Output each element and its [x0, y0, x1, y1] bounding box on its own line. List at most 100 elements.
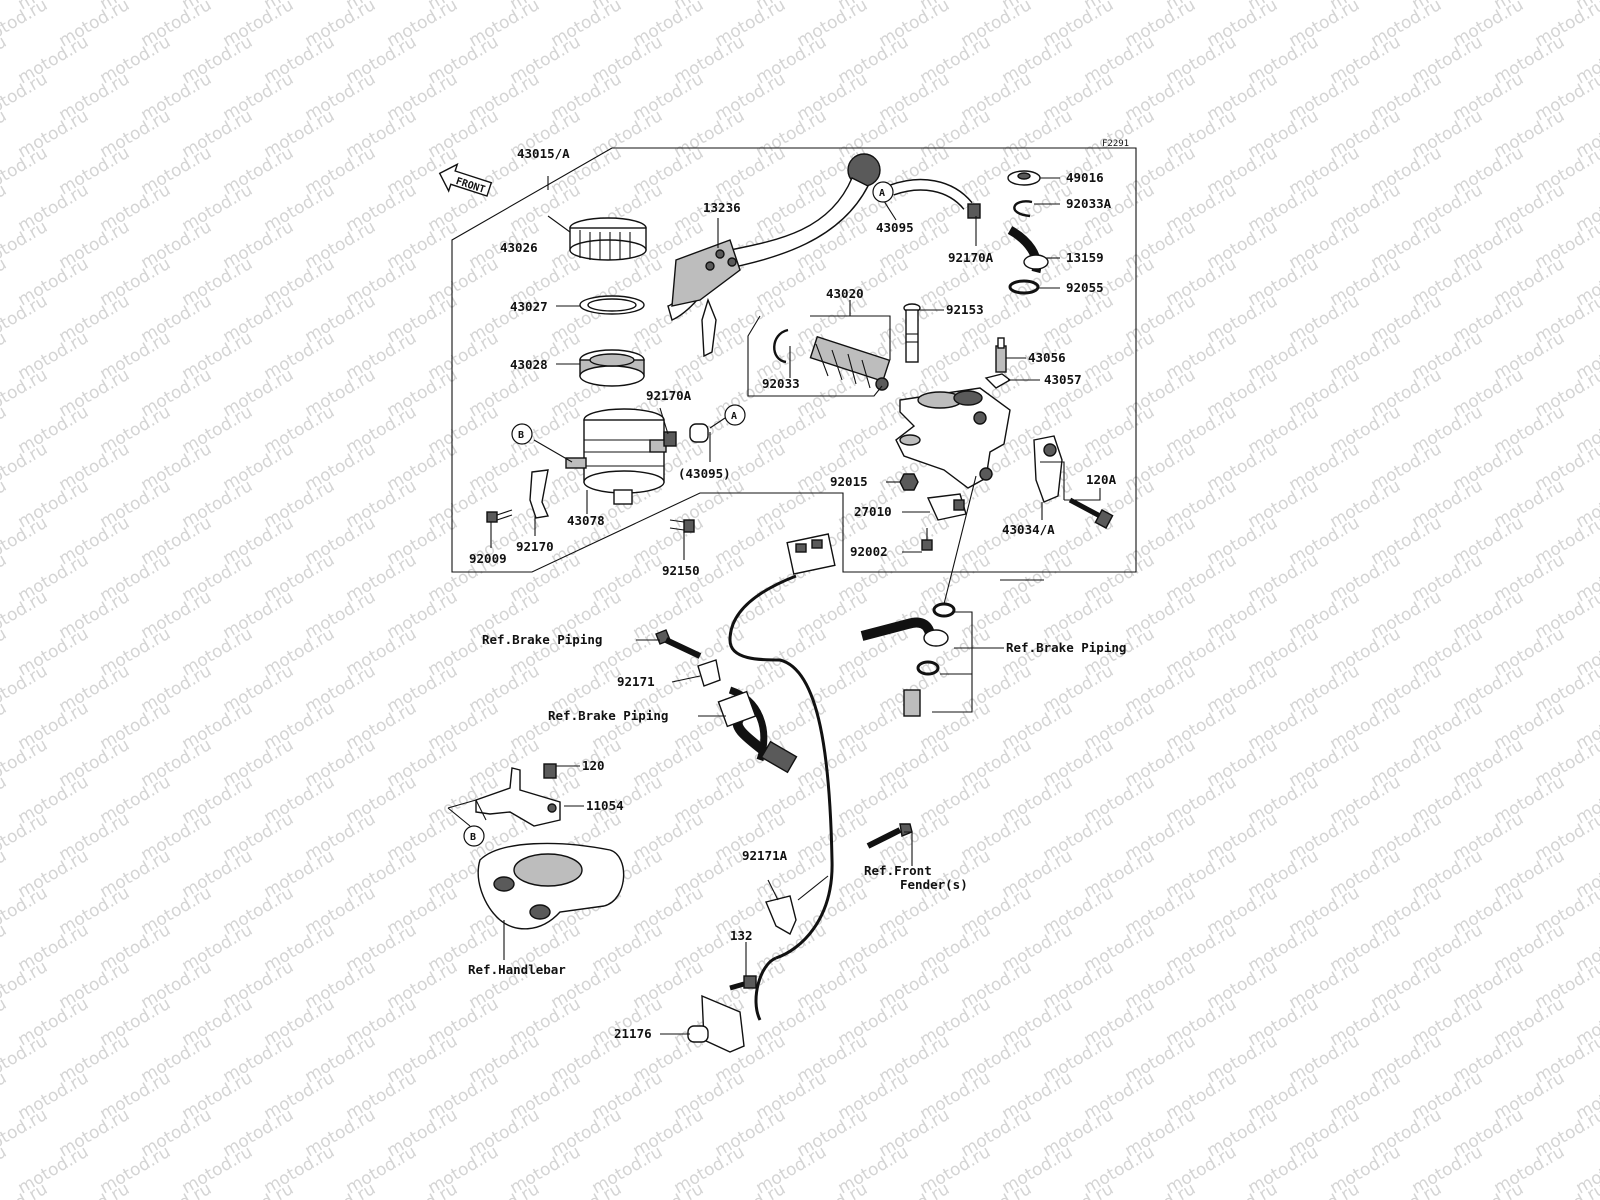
watermark-text: motod.ru [0, 846, 10, 902]
watermark-text: motod.ru [1368, 1179, 1446, 1200]
label-92002: 92002 [850, 544, 888, 559]
watermark-text: motod.ru [1122, 1179, 1200, 1200]
label-ref-front: Ref.Front [864, 863, 932, 878]
svg-text:B: B [518, 430, 524, 441]
hose-clamp-left [663, 431, 677, 447]
watermark-text: motod.ru [0, 254, 10, 310]
watermark-text: motod.ru [1040, 1179, 1118, 1200]
label-43027: 43027 [510, 299, 548, 314]
watermark-text: motod.ru [138, 1179, 216, 1200]
watermark-text: motod.ru [0, 1142, 10, 1198]
watermark-text: motod.ru [794, 1179, 872, 1200]
callout-b-bottom: B [463, 825, 485, 847]
label-49016: 49016 [1066, 170, 1104, 185]
bolt-120a [1068, 497, 1114, 529]
banjo-bolt [655, 629, 702, 659]
piston-kit [809, 335, 891, 391]
label-11054: 11054 [586, 798, 624, 813]
label-92033: 92033 [762, 376, 800, 391]
brake-lever [667, 153, 881, 358]
watermark-text: motod.ru [0, 106, 10, 162]
callout-b-top: B [511, 423, 533, 445]
watermark-text: motod.ru [0, 1031, 51, 1087]
watermark-text: motod.ru [0, 957, 51, 1013]
watermark-text: motod.ru [0, 1105, 51, 1161]
watermark-text: motod.ru [0, 291, 51, 347]
reservoir-bracket [529, 469, 549, 519]
watermark-text: motod.ru [0, 402, 10, 458]
nut-92015 [899, 473, 919, 491]
hose-fitting-left [689, 423, 709, 443]
label-132: 132 [730, 928, 753, 943]
label-ref-handlebar: Ref.Handlebar [468, 962, 566, 977]
watermark-text: motod.ru [0, 661, 51, 717]
label-43034a: 43034/A [1002, 522, 1055, 537]
bleed-valve [995, 337, 1007, 373]
watermark-text: motod.ru [0, 69, 51, 125]
watermark-text: motod.ru [302, 1179, 380, 1200]
watermark-text: motod.ru [0, 32, 10, 88]
label-92009: 92009 [469, 551, 507, 566]
watermark-text: motod.ru [466, 1179, 544, 1200]
watermark-text: motod.ru [0, 476, 10, 532]
label-43095-paren: (43095) [678, 466, 731, 481]
watermark-text: motod.ru [0, 0, 10, 14]
pivot-bolt [903, 303, 921, 363]
label-92170a-right: 92170A [948, 250, 994, 265]
hose-clamp-right [967, 203, 981, 219]
watermark-text: motod.ru [0, 698, 10, 754]
watermark-text: motod.ru [0, 920, 10, 976]
label-92171a: 92171A [742, 848, 788, 863]
brake-hose-right [860, 602, 956, 717]
watermark-text: motod.ru [0, 1068, 10, 1124]
label-92171: 92171 [617, 674, 655, 689]
watermark-text: motod.ru [0, 217, 51, 273]
handlebar-housing [477, 842, 625, 930]
label-ref-brake-mid: Ref.Brake Piping [548, 708, 668, 723]
watermark-text: motod.ru [0, 143, 51, 199]
watermark-text: motod.ru [0, 883, 51, 939]
watermark-text: motod.ru [0, 994, 10, 1050]
circlip-92033a [1013, 200, 1033, 218]
watermark-text: motod.ru [958, 1179, 1036, 1200]
screw-92002 [921, 528, 933, 551]
label-13159: 13159 [1066, 250, 1104, 265]
screw-92150 [669, 519, 695, 533]
svg-text:A: A [879, 188, 885, 199]
label-92150: 92150 [662, 563, 700, 578]
label-21176: 21176 [614, 1026, 652, 1041]
label-fender: Fender(s) [900, 877, 968, 892]
switch-connector [786, 533, 836, 575]
screw-92009 [486, 509, 513, 523]
watermark-text: motod.ru [0, 772, 10, 828]
label-92153: 92153 [946, 302, 984, 317]
watermark-text: motod.ru [0, 0, 51, 51]
label-92055: 92055 [1066, 280, 1104, 295]
label-92015: 92015 [830, 474, 868, 489]
watermark-text: motod.ru [220, 1179, 298, 1200]
watermark-text: motod.ru [876, 1179, 954, 1200]
callout-a-top: A [872, 181, 894, 203]
label-120: 120 [582, 758, 605, 773]
label-43028: 43028 [510, 357, 548, 372]
label-43026: 43026 [500, 240, 538, 255]
label-43015a: 43015/A [517, 146, 570, 161]
watermark-text: motod.ru [1286, 1179, 1364, 1200]
clamp-92171 [697, 659, 721, 687]
watermark-text: motod.ru [0, 809, 51, 865]
label-120a: 120A [1086, 472, 1117, 487]
circlip-92033 [773, 328, 789, 364]
fender-bolt [866, 823, 913, 849]
label-43078: 43078 [567, 513, 605, 528]
label-92033a: 92033A [1066, 196, 1112, 211]
label-43020: 43020 [826, 286, 864, 301]
diaphragm [579, 349, 645, 387]
bolt-132 [729, 975, 757, 991]
watermark-text: motod.ru [1450, 1179, 1528, 1200]
switch-wire [728, 574, 834, 960]
assembly-outline [451, 147, 1137, 573]
diagram-code: F2291 [1102, 139, 1129, 149]
